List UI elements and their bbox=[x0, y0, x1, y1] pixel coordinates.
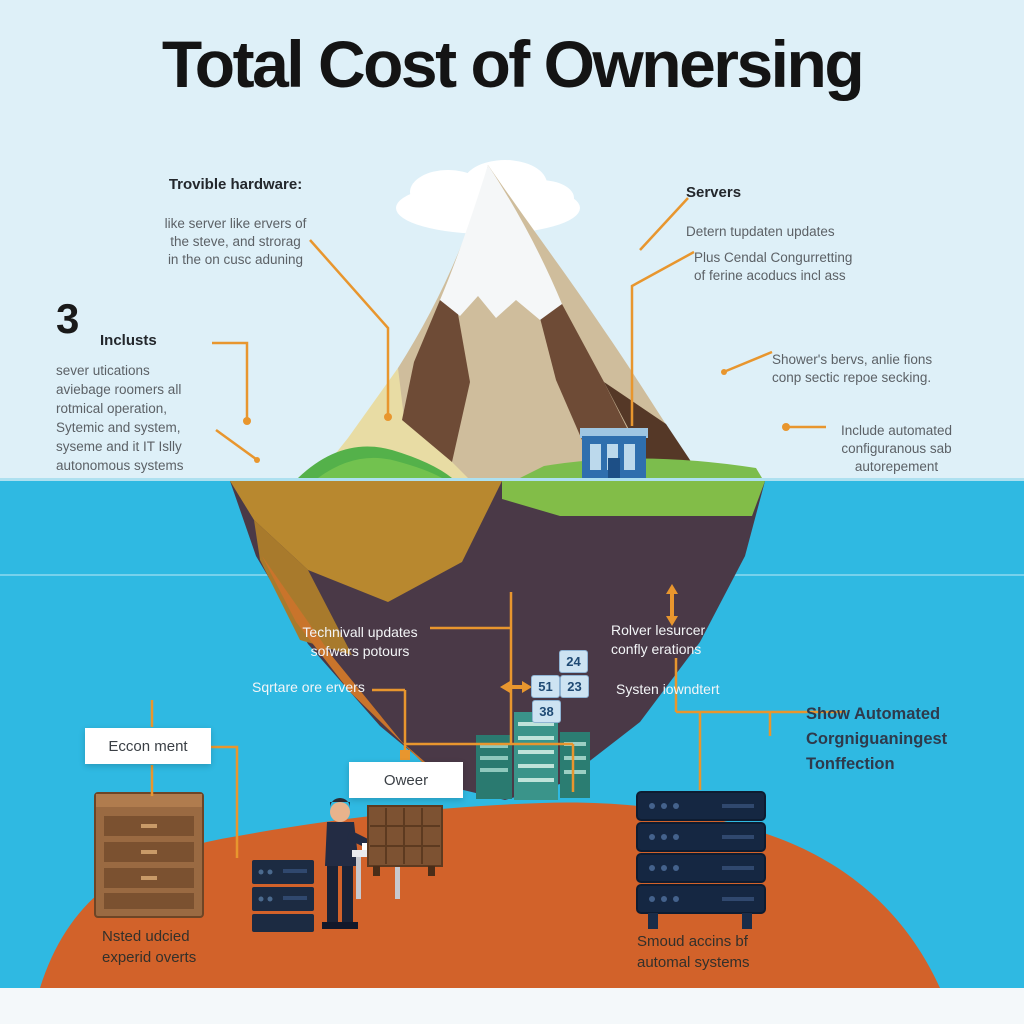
annotation-servers: Servers Detern tupdaten updates bbox=[686, 166, 916, 259]
annotation-showers-body: Shower's bervs, anlie fions conp sectic … bbox=[772, 352, 933, 385]
label-box-oweer: Oweer bbox=[349, 762, 463, 798]
annotation-showers: Shower's bervs, anlie fions conp sectic … bbox=[772, 333, 977, 405]
annotation-bottom-left: Nsted udcied experid overts bbox=[102, 928, 197, 966]
small-server-stack-icon bbox=[252, 860, 314, 932]
annotation-rolver: Rolver lesurcer confly erations bbox=[611, 622, 706, 657]
annotation-trovible-heading: Trovible hardware: bbox=[168, 176, 303, 193]
value-chip-24: 24 bbox=[559, 650, 588, 673]
connector-lines bbox=[150, 197, 846, 858]
mountain-building-icon bbox=[580, 428, 648, 478]
underwater-iceberg bbox=[230, 481, 765, 800]
bottom-strip bbox=[0, 988, 1024, 1024]
cabinet-icon bbox=[94, 792, 204, 918]
annotation-technical-updates: Technivall updates sofwars potours bbox=[302, 624, 418, 659]
annotation-inclusts-body: sever utications aviebage roomers all ro… bbox=[56, 363, 184, 473]
annotation-bottom-right: Smoud accins bf automal systems bbox=[637, 933, 750, 971]
annotation-inclusts-heading: Inclusts bbox=[100, 314, 220, 371]
server-rack-icon bbox=[636, 791, 766, 929]
page-title: Total Cost of Ownersing bbox=[161, 27, 865, 101]
value-chip-23: 23 bbox=[560, 675, 589, 698]
value-chip-51: 51 bbox=[531, 675, 560, 698]
annotation-trovible-body: like server like ervers of the steve, an… bbox=[164, 216, 307, 267]
annotation-plus-cendal-body: Plus Cendal Congurretting of ferine acod… bbox=[694, 250, 853, 283]
connector-dots bbox=[243, 369, 790, 760]
annotation-plus-cendal: Plus Cendal Congurretting of ferine acod… bbox=[694, 231, 909, 303]
annotation-inclusts-number: 3 bbox=[56, 295, 80, 342]
brown-server-icon bbox=[367, 805, 443, 876]
person-figure bbox=[322, 798, 378, 929]
annotation-surface-servers: Sqrtare ore ervers bbox=[252, 679, 365, 695]
label-box-eccon: Eccon ment bbox=[85, 728, 211, 764]
annotation-show-automated: Show Automated Corgniguaningest Tonffect… bbox=[806, 705, 948, 773]
label-box-eccon-text: Eccon ment bbox=[108, 737, 188, 755]
annotation-trovible: Trovible hardware: like server like erve… bbox=[118, 158, 353, 287]
left-right-arrow-icon bbox=[500, 681, 532, 693]
label-box-oweer-text: Oweer bbox=[383, 771, 429, 789]
annotation-servers-heading: Servers bbox=[686, 184, 742, 201]
waterline bbox=[0, 478, 1024, 481]
mountain-illustration bbox=[298, 165, 762, 478]
annotation-include-automated: Include automated configuranous sab auto… bbox=[824, 404, 969, 494]
up-down-arrow-icon bbox=[666, 584, 678, 626]
annotation-servers-body: Detern tupdaten updates bbox=[686, 224, 835, 239]
annotation-inclusts: sever utications aviebage roomers all ro… bbox=[56, 343, 236, 493]
annotation-inclusts-heading-text: Inclusts bbox=[100, 332, 157, 349]
annotation-systen: Systen iowndtert bbox=[616, 681, 720, 697]
value-chip-38: 38 bbox=[532, 700, 561, 723]
annotation-include-automated-body: Include automated configuranous sab auto… bbox=[840, 423, 953, 474]
underwater-buildings-icon bbox=[476, 712, 590, 800]
